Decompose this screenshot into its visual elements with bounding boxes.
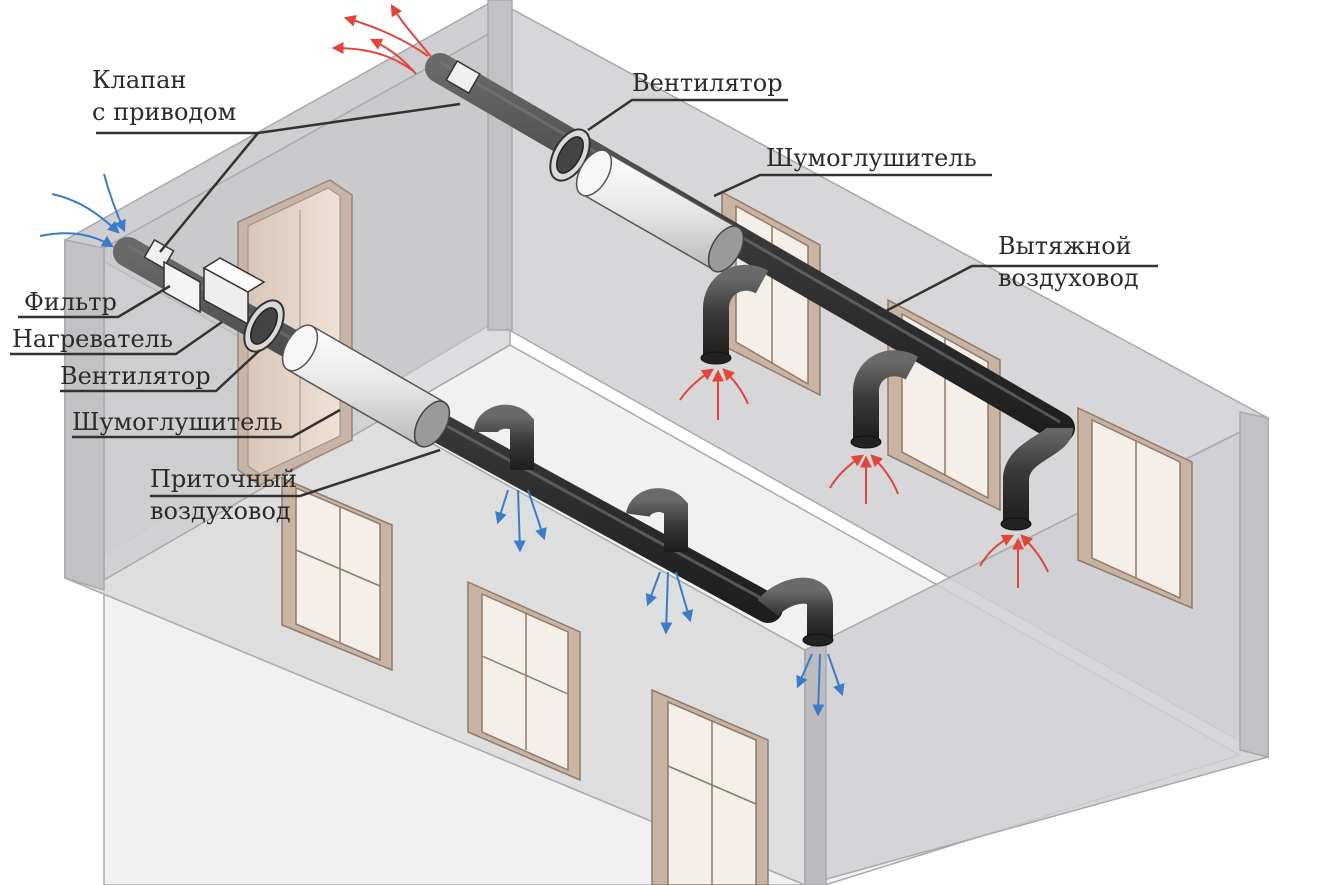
leader-exhaust-duct — [883, 264, 1158, 314]
right-column — [1239, 411, 1269, 758]
leader-valve-2 — [159, 132, 259, 253]
leader-supply-duct — [150, 448, 441, 498]
back-column — [487, 0, 513, 331]
exhaust-main-duct — [425, 53, 1075, 443]
leader-exhaust-silencer — [713, 173, 992, 198]
supply-drop-2 — [626, 488, 688, 552]
window-right-1 — [1077, 406, 1193, 610]
supply-system — [113, 237, 834, 647]
label-exhaust-fan: Вентилятор — [632, 69, 783, 97]
label-filter: Фильтр — [24, 288, 117, 316]
leader-lines — [10, 98, 1158, 498]
label-exhaust-silencer: Шумоглушитель — [766, 144, 977, 172]
supply-drop-3 — [757, 577, 833, 638]
window-left-3 — [651, 688, 769, 885]
exhaust-drop-3 — [1003, 424, 1073, 522]
exhaust-drop-2 — [853, 350, 919, 440]
left-column — [64, 239, 105, 592]
leader-exhaust-fan — [587, 98, 788, 132]
label-exhaust-duct-line1: Вытяжной — [998, 232, 1132, 260]
corner-column — [804, 638, 827, 885]
intake-arrow-1 — [51, 193, 120, 234]
exhaust-valve — [445, 59, 481, 95]
leader-supply-fan — [60, 349, 261, 393]
outlet-arrow-4 — [369, 38, 417, 75]
outlet-arrow-3 — [390, 3, 433, 59]
intake-arrow-2 — [103, 173, 126, 233]
intake-arrow-3 — [39, 232, 115, 248]
leader-filter — [18, 284, 171, 319]
supply-drop-1 — [474, 404, 534, 470]
outlet-arrow-1 — [343, 14, 429, 57]
label-supply-fan: Вентилятор — [60, 362, 211, 390]
label-exhaust-duct-line2: воздуховод — [998, 264, 1139, 292]
window-left-1 — [281, 476, 393, 672]
exhaust-arrows — [331, 3, 1049, 588]
label-supply-silencer: Шумоглушитель — [72, 408, 283, 436]
label-heater: Нагреватель — [12, 325, 173, 353]
exhaust-system — [425, 53, 1075, 531]
label-valve-line1: Клапан — [92, 66, 187, 94]
exhaust-drop-1 — [703, 264, 769, 356]
supply-arrows — [39, 173, 845, 717]
outlet-arrow-2 — [331, 42, 413, 71]
leader-heater — [10, 320, 223, 356]
leader-supply-silencer — [72, 408, 341, 439]
label-supply-duct-line1: Приточный — [150, 465, 297, 493]
window-left-2 — [467, 580, 581, 782]
supply-filter — [163, 260, 201, 314]
label-valve-line2: с приводом — [92, 98, 237, 126]
label-supply-duct-line2: воздуховод — [150, 497, 291, 525]
